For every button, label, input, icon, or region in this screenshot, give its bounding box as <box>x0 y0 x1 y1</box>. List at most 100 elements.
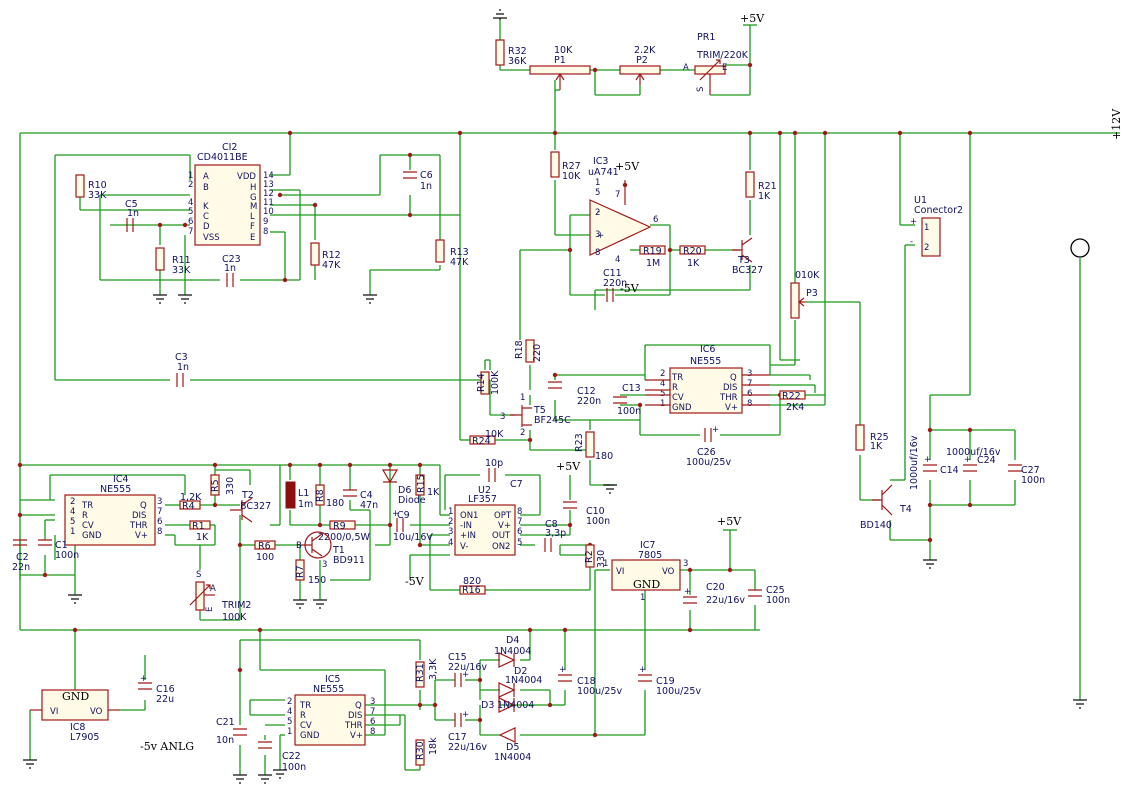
svg-text:3: 3 <box>370 697 375 707</box>
r1-ref: R1 <box>192 521 205 532</box>
ic-ic6-ne555: IC6 NE555 TR R CV GND Q DIS THR V+ 24 51… <box>645 344 770 414</box>
svg-text:11: 11 <box>263 198 274 208</box>
svg-text:1: 1 <box>70 527 75 537</box>
c5-value: 1n <box>127 208 139 219</box>
ic5-pin-tr: TR <box>299 701 311 711</box>
r6-value: 100 <box>256 552 274 563</box>
ic8-pin-gnd: GND <box>62 690 89 703</box>
r14-value: 100K <box>490 370 501 395</box>
r2-value: 330 <box>596 550 607 568</box>
svg-text:1: 1 <box>520 393 525 403</box>
r7-ref: R7 <box>295 565 306 578</box>
r5-ref: R5 <box>210 479 221 492</box>
capacitors: C1 100n C2 22n C3 1n C4 47n C5 1n C6 1n … <box>12 170 1045 773</box>
ic4-pin-dis: DIS <box>132 511 146 521</box>
r11-value: 33K <box>172 265 191 276</box>
p3-ref: P3 <box>806 288 818 299</box>
svg-text:5: 5 <box>517 538 522 548</box>
c6-ref: C6 <box>420 170 433 181</box>
r15-ref: R15 <box>416 474 427 493</box>
r4-ref: R4 <box>182 501 195 512</box>
c14-ref: C14 <box>940 465 959 476</box>
u2-part: LF357 <box>468 494 497 505</box>
svg-text:3: 3 <box>448 527 453 537</box>
r13-ref: R13 <box>450 247 469 258</box>
svg-text:4: 4 <box>448 538 453 548</box>
t1-part: BD911 <box>333 555 365 566</box>
svg-text:8: 8 <box>517 507 522 517</box>
svg-text:1: 1 <box>188 171 193 181</box>
potentiometers: 10K P1 2.2K P2 PR1 TRIM/220K A E S 010K … <box>189 32 820 623</box>
p3-value: 010K <box>795 270 820 281</box>
ic5-pin-dis: DIS <box>348 711 362 721</box>
c24-ref: C24 <box>977 455 996 466</box>
ic4-pin-gnd: GND <box>82 531 102 541</box>
c17-value: 22u/16v <box>448 742 487 753</box>
resistors: R10 33K R11 33K R12 47K R13 47K R14 100K… <box>75 39 889 766</box>
c27-value: 100n <box>1021 475 1045 486</box>
ci2-ref: CI2 <box>222 142 237 153</box>
u2-pin-vp: V+ <box>498 521 511 531</box>
c14-plus: + <box>924 455 931 465</box>
r1-value: 1K <box>196 532 209 543</box>
u2-pin-opt: OPT <box>494 511 512 521</box>
r20-ref: R20 <box>683 246 702 257</box>
c21-value: 10n <box>216 735 234 746</box>
ic6-pin-cv: CV <box>672 393 684 403</box>
ic8-pin-vi: VI <box>50 707 58 717</box>
c8-ref: C8 <box>545 519 558 530</box>
c24-plus: + <box>964 455 971 465</box>
r22-ref: R22 <box>782 391 801 402</box>
r7-value: 150 <box>308 575 326 586</box>
c20-plus: + <box>684 587 691 597</box>
ci2-pin-g: G <box>250 193 257 203</box>
ic5-pin-thr: THR <box>344 721 363 731</box>
ic6-pin-q: Q <box>730 373 737 383</box>
r27-value: 10K <box>562 171 581 182</box>
r16-ref: R16 <box>462 585 481 596</box>
svg-text:13: 13 <box>263 180 274 190</box>
r32-value: 36K <box>508 56 527 67</box>
ic6-ref: IC6 <box>700 344 715 355</box>
p1-value: 10K <box>554 45 573 56</box>
ic5-pin-r: R <box>300 711 306 721</box>
c6-value: 1n <box>420 181 432 192</box>
svg-text:7: 7 <box>370 707 375 717</box>
c26-value: 100u/25v <box>686 457 731 468</box>
r5-value: 330 <box>225 477 236 495</box>
ic4-ref: IC4 <box>113 474 128 485</box>
r25-value: 1K <box>870 441 883 452</box>
svg-text:7: 7 <box>747 379 752 389</box>
c7-ref-label: C7 <box>510 479 523 490</box>
svg-text:2: 2 <box>188 180 193 190</box>
svg-text:8: 8 <box>370 727 375 737</box>
main-wires <box>19 20 1120 775</box>
svg-text:7: 7 <box>615 190 620 200</box>
ic4-pin-thr: THR <box>129 521 148 531</box>
ic3-part: uA741 <box>588 167 619 178</box>
svg-text:2: 2 <box>448 517 453 527</box>
r9-value: 2200/0,5W <box>318 532 370 543</box>
u2-ref: U2 <box>478 485 491 496</box>
c19-value: 100u/25v <box>656 686 701 697</box>
c9-ref: C9 <box>397 510 410 521</box>
c9-plus: + <box>392 509 399 519</box>
t4-ref: T4 <box>899 504 912 515</box>
c12-value: 220n <box>577 396 601 407</box>
r18-ref: R18 <box>514 340 525 359</box>
c13-ref: C13 <box>622 383 641 394</box>
rail-plus12-label: +12V <box>1110 108 1123 140</box>
r18-value: 220 <box>532 344 543 362</box>
r10-value: 33K <box>88 190 107 201</box>
svg-text:2: 2 <box>70 497 75 507</box>
svg-text:12: 12 <box>263 189 274 199</box>
c20-ref: C20 <box>706 582 725 593</box>
u1-ref: U1 <box>914 195 927 206</box>
rail-plus5-top-label: +5V <box>740 12 765 25</box>
r31-ref: R31 <box>415 663 426 682</box>
svg-text:14: 14 <box>263 171 274 181</box>
c13-value: 100n <box>617 406 641 417</box>
r8-ref: R8 <box>315 489 326 502</box>
pr1-pin-s: S <box>696 87 706 92</box>
svg-text:5: 5 <box>188 207 193 217</box>
